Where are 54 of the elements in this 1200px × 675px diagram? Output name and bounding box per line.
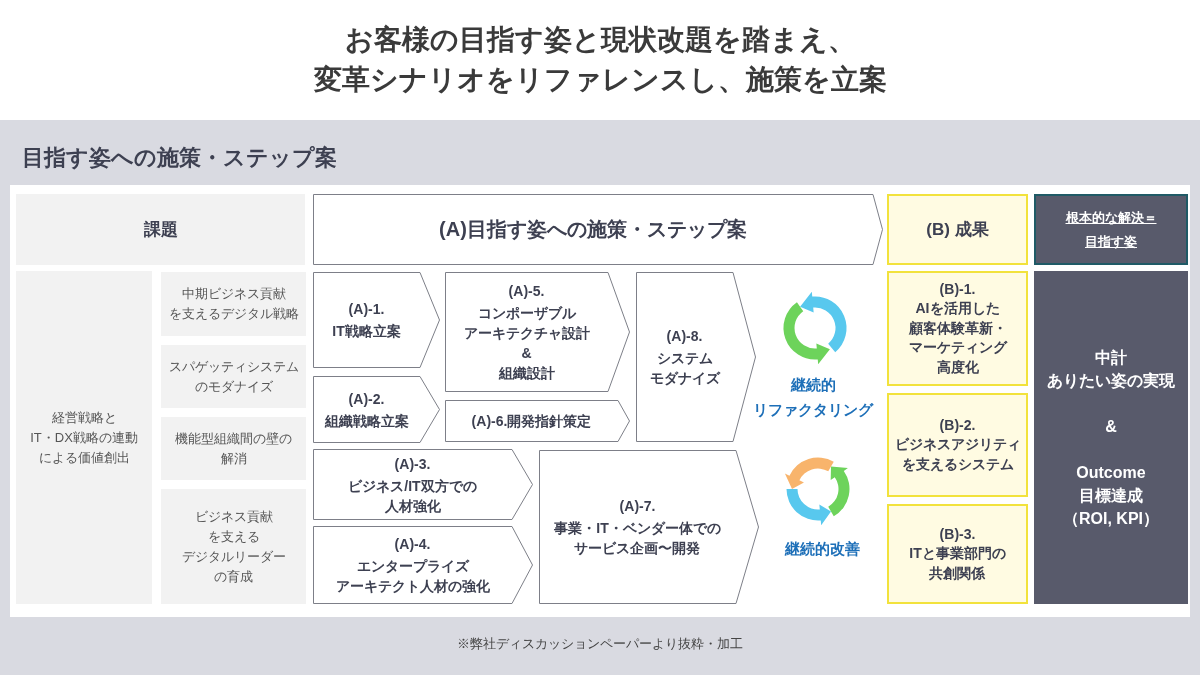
source-note: ※弊社ディスカッションペーパーより抜粋・加工	[456, 636, 744, 653]
issue-text: スパゲッティシステムのモダナイズ	[168, 357, 299, 396]
outcome-number: (B)-2.	[939, 415, 976, 435]
step-title: エンタープライズアーキテクト人材の強化	[335, 557, 490, 596]
chevron-step	[539, 450, 759, 604]
step-title: システムモダナイズ	[649, 349, 720, 388]
header-panel	[1034, 194, 1188, 265]
section-band	[0, 120, 1200, 675]
chevron-step	[445, 272, 630, 392]
step-number: (A)-5.	[508, 282, 545, 301]
cycle-caption: 継続的改善	[783, 539, 861, 559]
step-number: (A)-8.	[666, 327, 703, 346]
section-heading: 目指す姿への施策・ステップ案	[22, 144, 337, 172]
step-title: コンポーザブルアーキテクチャ設計&組織設計	[463, 304, 590, 383]
step-title: (A)-6.開発指針策定	[471, 412, 592, 431]
step-number: (A)-2.	[348, 389, 385, 409]
header-chevron	[313, 194, 883, 265]
step-number: (A)-1.	[348, 300, 385, 319]
issue-text: ビジネス貢献を支えるデジタルリーダーの育成	[181, 507, 286, 586]
header-panel	[887, 194, 1028, 265]
cycle-caption: 継続的リファクタリング	[752, 375, 875, 420]
column-heading: (A)目指す姿への施策・ステップ案	[439, 217, 747, 242]
outcome-number: (B)-3.	[939, 524, 976, 544]
goal-text: 中計ありたい姿の実現	[1047, 347, 1175, 391]
outcome-text: ITと事業部門の共創関係	[909, 544, 1006, 583]
goal-text: Outcome目標達成（ROI, KPI）	[1063, 462, 1159, 529]
step-title: 組織戦略立案	[324, 411, 409, 431]
column-heading: (B) 成果	[926, 219, 989, 241]
chevron-step	[636, 272, 756, 442]
outcome-number: (B)-1.	[939, 279, 976, 299]
step-title: IT戦略立案	[332, 322, 401, 341]
issue-text: 機能型組織間の壁の解消	[175, 429, 292, 468]
issue-text: 中期ビジネス貢献を支えるデジタル戦略	[168, 285, 299, 323]
step-title: ビジネス/IT双方での人材強化	[348, 476, 477, 516]
outcome-text: AIを活用した顧客体験革新・マーケティング高度化	[908, 299, 1007, 377]
page-title: お客様の目指す姿と現状改題を踏まえ、変革シナリオをリファレンスし、施策を立案	[313, 23, 887, 97]
outcome-card	[887, 393, 1028, 497]
chevron-step	[313, 376, 440, 443]
outcome-card	[887, 271, 1028, 386]
goal-text: &	[1105, 416, 1117, 437]
chevron-step	[313, 272, 440, 368]
step-title: 事業・IT・ベンダー体でのサービス企画〜開発	[554, 519, 721, 558]
chevron-step	[445, 400, 630, 442]
column-heading: 課題	[143, 219, 178, 241]
step-number: (A)-4.	[394, 535, 431, 554]
chevron-step	[313, 526, 533, 604]
chevron-step	[313, 449, 533, 520]
step-number: (A)-3.	[394, 454, 431, 474]
outcome-text: ビジネスアジリティを支えるシステム	[894, 435, 1021, 474]
issue-text: 経営戦略とIT・DX戦略の連動による価値創出	[30, 408, 138, 467]
goal-panel	[1034, 271, 1188, 604]
column-heading: 根本的な解決＝目指す姿	[1065, 208, 1157, 251]
outcome-card	[887, 504, 1028, 604]
step-number: (A)-7.	[619, 497, 656, 516]
